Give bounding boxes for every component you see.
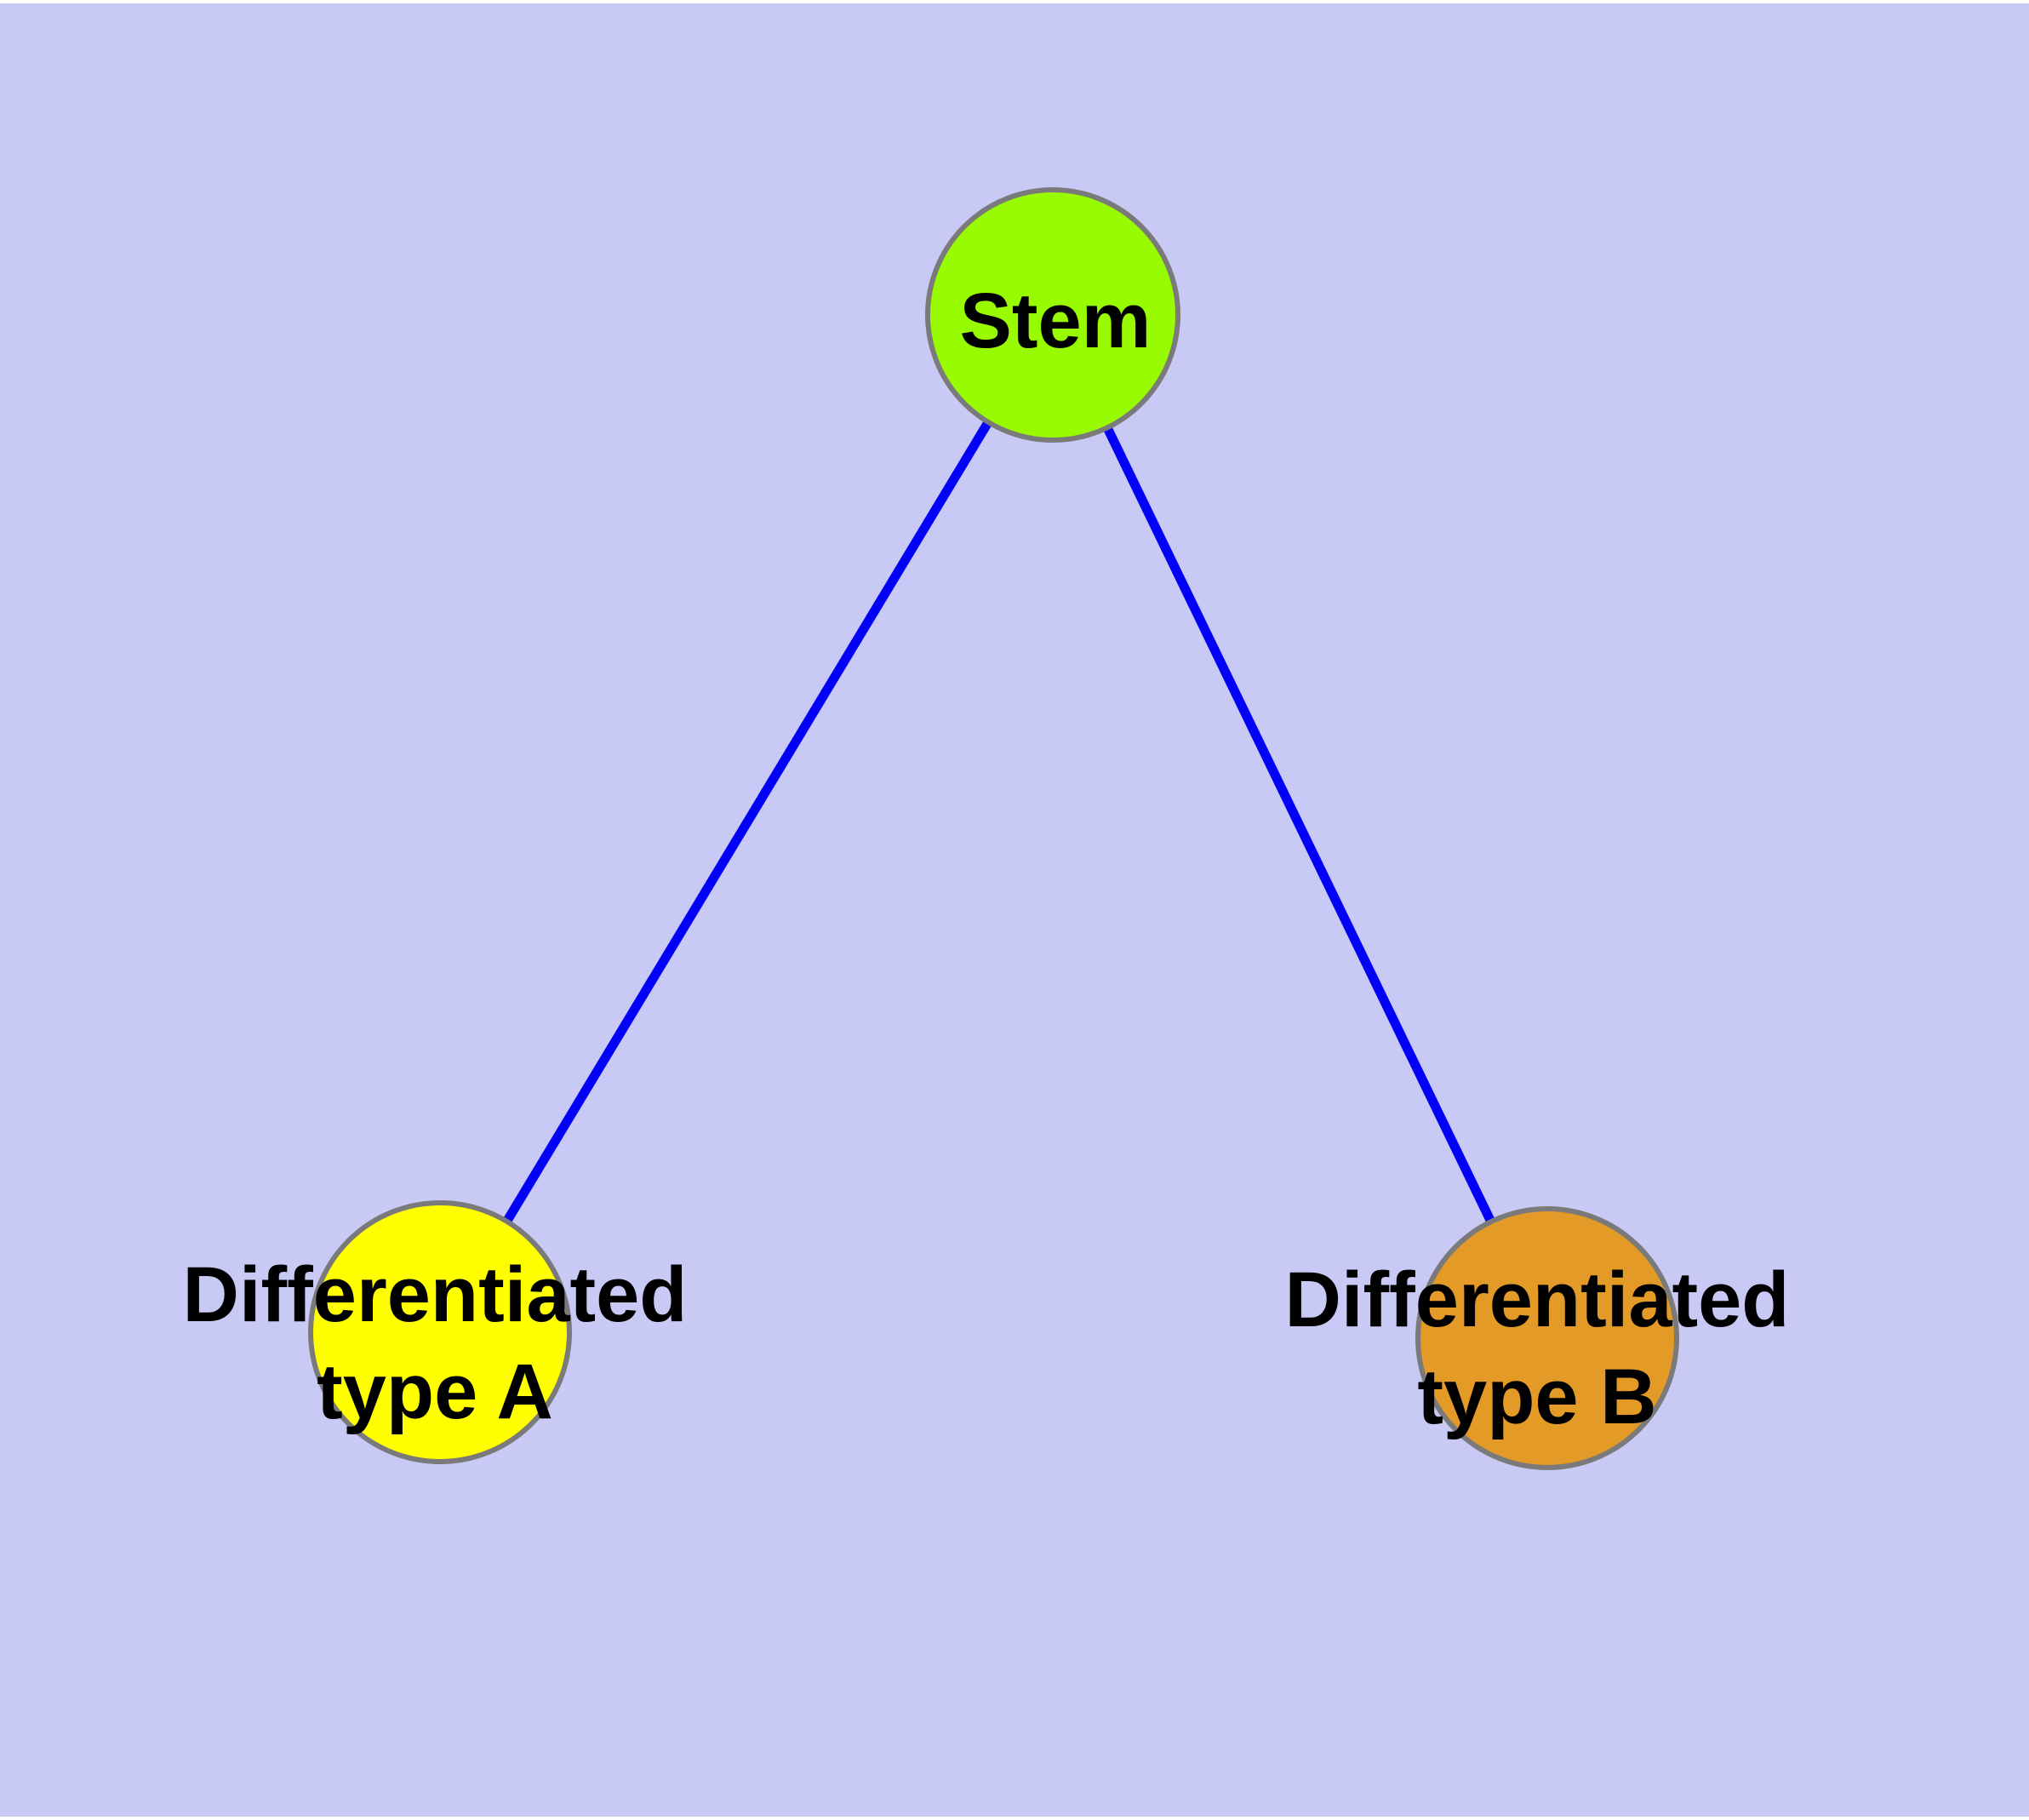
- node-type-a-circle: [308, 1200, 572, 1464]
- node-stem-circle: [925, 187, 1180, 443]
- node-type-b-circle: [1415, 1206, 1679, 1470]
- edge-stem-to-type-a: [436, 312, 1057, 1335]
- edge-stem-to-type-b: [1049, 312, 1552, 1341]
